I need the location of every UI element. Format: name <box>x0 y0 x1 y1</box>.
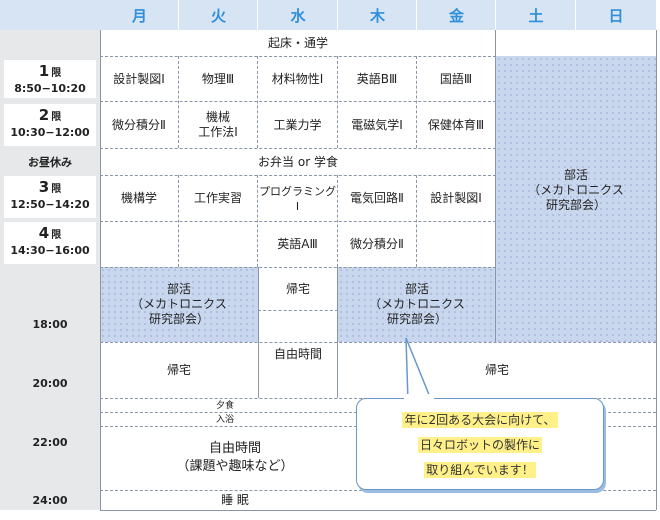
club-left-area <box>100 267 258 342</box>
header-divider <box>416 0 417 30</box>
club-left-label: 部活 （メカトロニクス 研究部会） <box>131 281 227 326</box>
day-header-sat: 土 <box>496 0 576 30</box>
header-corner <box>0 0 100 30</box>
grid-line <box>100 148 496 149</box>
sleep-row: 睡 眠 <box>221 493 249 507</box>
class-cell: 材料物性Ⅰ <box>271 71 324 86</box>
time-label-2200: 22:00 <box>32 436 68 449</box>
grid-line <box>337 267 338 398</box>
club-weekend-label: 部活 （メカトロニクス 研究部会） <box>528 167 624 212</box>
class-cell: 保健体育Ⅲ <box>427 117 485 132</box>
grid-line <box>100 56 496 57</box>
grid-line <box>495 30 496 342</box>
class-cell: プログラミングⅠ <box>259 184 336 213</box>
grid-line <box>100 267 496 268</box>
header-divider <box>575 0 576 30</box>
day-header-wed: 水 <box>258 0 338 30</box>
go-home-left: 帰宅 <box>166 363 191 377</box>
club-right-label: 部活 （メカトロニクス 研究部会） <box>369 281 465 326</box>
day-header-fri: 金 <box>417 0 496 30</box>
grid-bottom-line <box>100 510 656 511</box>
bubble-line-3: 取り組んでいます！ <box>424 462 536 478</box>
grid-line <box>100 101 496 102</box>
day-header-sun: 日 <box>576 0 656 30</box>
day-header-mon: 月 <box>100 0 179 30</box>
grid-line <box>178 56 179 148</box>
bath-row: 入浴 <box>215 414 234 425</box>
club-right-area <box>338 267 496 342</box>
wake-up-commute: 起床・通学 <box>267 35 328 50</box>
grid-line <box>257 175 258 267</box>
lunch-row: お弁当 or 学食 <box>258 154 338 169</box>
class-cell <box>417 222 495 267</box>
bubble-line-1: 年に2回ある大会に向けて、 <box>402 412 558 428</box>
grid-line <box>416 175 417 267</box>
header-dividers <box>178 0 179 30</box>
class-cell: 英語BⅢ <box>356 71 398 86</box>
class-cell: 設計製図Ⅰ <box>113 71 165 86</box>
day-header-thu: 木 <box>338 0 417 30</box>
header-divider <box>495 0 496 30</box>
class-cell: 微分積分Ⅱ <box>350 237 404 251</box>
bubble-tail-cover <box>404 394 434 402</box>
grid-line <box>257 56 258 148</box>
class-cell <box>100 222 178 267</box>
grid-line <box>258 267 259 398</box>
grid-outer-left <box>100 30 101 510</box>
class-cell: 機構学 <box>120 191 157 205</box>
class-cell <box>179 222 257 267</box>
grid-line <box>258 310 338 311</box>
header-divider <box>337 0 338 30</box>
club-weekend-area <box>496 56 656 342</box>
free-time-row: 自由時間 （課題や趣味など） <box>176 441 294 474</box>
class-cell: 設計製図Ⅰ <box>430 191 482 205</box>
grid-line <box>416 56 417 148</box>
wed-go-home: 帰宅 <box>285 281 310 296</box>
class-cell: 工業力学 <box>273 117 322 132</box>
grid-line <box>100 342 656 343</box>
day-header-tue: 火 <box>179 0 258 30</box>
class-cell: 国語Ⅲ <box>439 71 473 86</box>
class-cell: 電気回路Ⅱ <box>350 191 404 205</box>
speech-bubble: 年に2回ある大会に向けて、 日々ロボットの製作に 取り組んでいます！ <box>356 398 604 490</box>
grid-line <box>100 221 496 222</box>
header-divider <box>257 0 258 30</box>
lunch-label: お昼休み <box>28 156 72 169</box>
go-home-right: 帰宅 <box>484 363 509 377</box>
grid-line <box>178 175 179 267</box>
dinner-row: 夕食 <box>215 400 234 411</box>
grid-line <box>337 175 338 267</box>
class-cell: 工作実習 <box>193 191 242 205</box>
class-cell: 微分積分Ⅱ <box>112 117 166 132</box>
class-cell: 機械 工作法Ⅰ <box>198 110 238 139</box>
grid-outer-right <box>656 30 657 510</box>
class-cell: 物理Ⅲ <box>201 71 235 86</box>
time-label-1800: 18:00 <box>32 318 68 331</box>
class-cell: 英語AⅢ <box>277 237 318 251</box>
time-label-2400: 24:00 <box>32 494 68 507</box>
bubble-line-2: 日々ロボットの製作に <box>417 437 542 453</box>
bubble-tail <box>405 337 433 402</box>
grid-line <box>100 175 496 176</box>
grid-line <box>337 56 338 148</box>
time-label-2000: 20:00 <box>32 377 68 390</box>
wed-free-time: 自由時間 <box>273 347 322 361</box>
class-cell: 電磁気学Ⅰ <box>351 117 403 132</box>
grid-line <box>100 490 656 491</box>
